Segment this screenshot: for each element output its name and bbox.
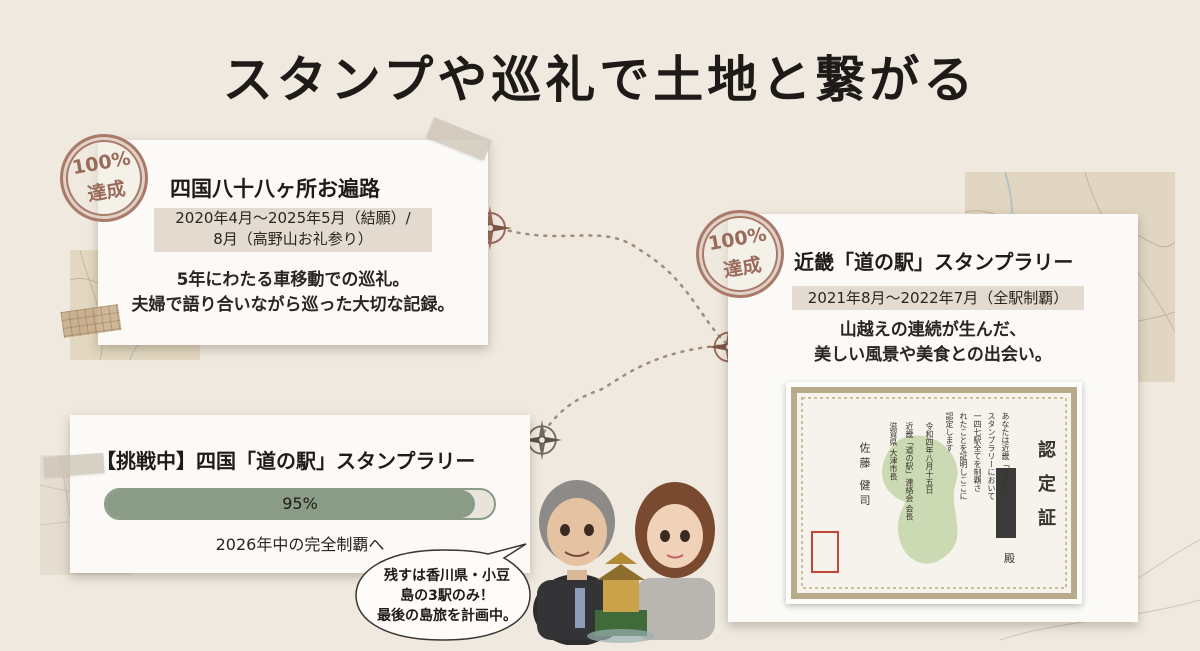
- masking-tape: [43, 452, 105, 478]
- certificate-recipient: 殿: [1004, 552, 1015, 565]
- certificate-signer: 佐藤 健司: [858, 442, 871, 510]
- card-kinki-description: 山越えの連続が生んだ、 美しい風景や美食との出会い。: [728, 318, 1138, 368]
- progress-bar-fill: [106, 490, 475, 518]
- certificate-photo: 認定証 あなたは近畿「道の駅」 スタンプラリーにおいて 一四七駅全てを制覇さ れ…: [786, 382, 1082, 604]
- certificate-body-col1: あなたは近畿「道の駅」: [1001, 412, 1010, 500]
- speech-bubble-text: 残すは香川県・小豆 島の3駅のみ！ 最後の島旅を計画中。: [363, 566, 531, 626]
- card-ohenro-desc-line2: 夫婦で語り合いながら巡った大切な記録。: [131, 295, 455, 315]
- speech-bubble-line3: 最後の島旅を計画中。: [377, 608, 517, 624]
- certificate-org: 近畿「道の駅」連絡会 会長: [905, 422, 914, 521]
- certificate-body-col2: スタンプラリーにおいて: [987, 412, 996, 500]
- certificate-office: 滋賀県 大津市長: [889, 422, 898, 481]
- card-ohenro-date-line1: 2020年4月～2025年5月（結願）/: [175, 209, 411, 227]
- card-ohenro-title: 四国八十八ヶ所お遍路: [170, 177, 380, 201]
- couple-figurine-illustration: [533, 480, 715, 645]
- certificate-border: [791, 387, 1077, 599]
- card-shikoku-title: 【挑戦中】四国「道の駅」スタンプラリー: [96, 449, 476, 473]
- progress-bar: 95%: [104, 488, 496, 520]
- page-title: スタンプや巡礼で土地と繋がる: [222, 50, 978, 109]
- card-ohenro-date: 2020年4月～2025年5月（結願）/ 8月（高野山お礼参り）: [154, 208, 432, 252]
- certificate-body-col3: 一四七駅全てを制覇さ: [973, 412, 982, 492]
- card-ohenro-date-line2: 8月（高野山お礼参り）: [213, 230, 373, 248]
- card-ohenro: 四国八十八ヶ所お遍路 2020年4月～2025年5月（結願）/ 8月（高野山お礼…: [98, 140, 488, 345]
- certificate-date: 令和四年八月十五日: [925, 422, 934, 494]
- progress-label: 95%: [282, 494, 318, 513]
- compass-rose-icon: [521, 419, 563, 461]
- card-ohenro-desc-line1: 5年にわたる車移動での巡礼。: [176, 270, 410, 290]
- speech-bubble-line1: 残すは香川県・小豆: [384, 568, 510, 584]
- certificate-body-col4: れたことを証明しここに: [959, 412, 968, 500]
- card-kinki-desc-line2: 美しい風景や美食との出会い。: [814, 345, 1052, 365]
- certificate-body-col5: 認定します: [945, 412, 954, 452]
- speech-bubble-line2: 島の3駅のみ！: [400, 588, 494, 604]
- card-kinki-desc-line1: 山越えの連続が生んだ、: [839, 320, 1027, 340]
- card-shikoku-goal: 2026年中の完全制覇へ: [215, 535, 385, 554]
- speech-bubble: [355, 543, 531, 641]
- card-kinki-date: 2021年8月～2022年7月（全駅制覇）: [792, 286, 1084, 310]
- card-kinki-title: 近畿「道の駅」スタンプラリー: [794, 250, 1074, 274]
- certificate-heading: 認定証: [1035, 440, 1056, 542]
- card-ohenro-description: 5年にわたる車移動での巡礼。 夫婦で語り合いながら巡った大切な記録。: [98, 268, 488, 318]
